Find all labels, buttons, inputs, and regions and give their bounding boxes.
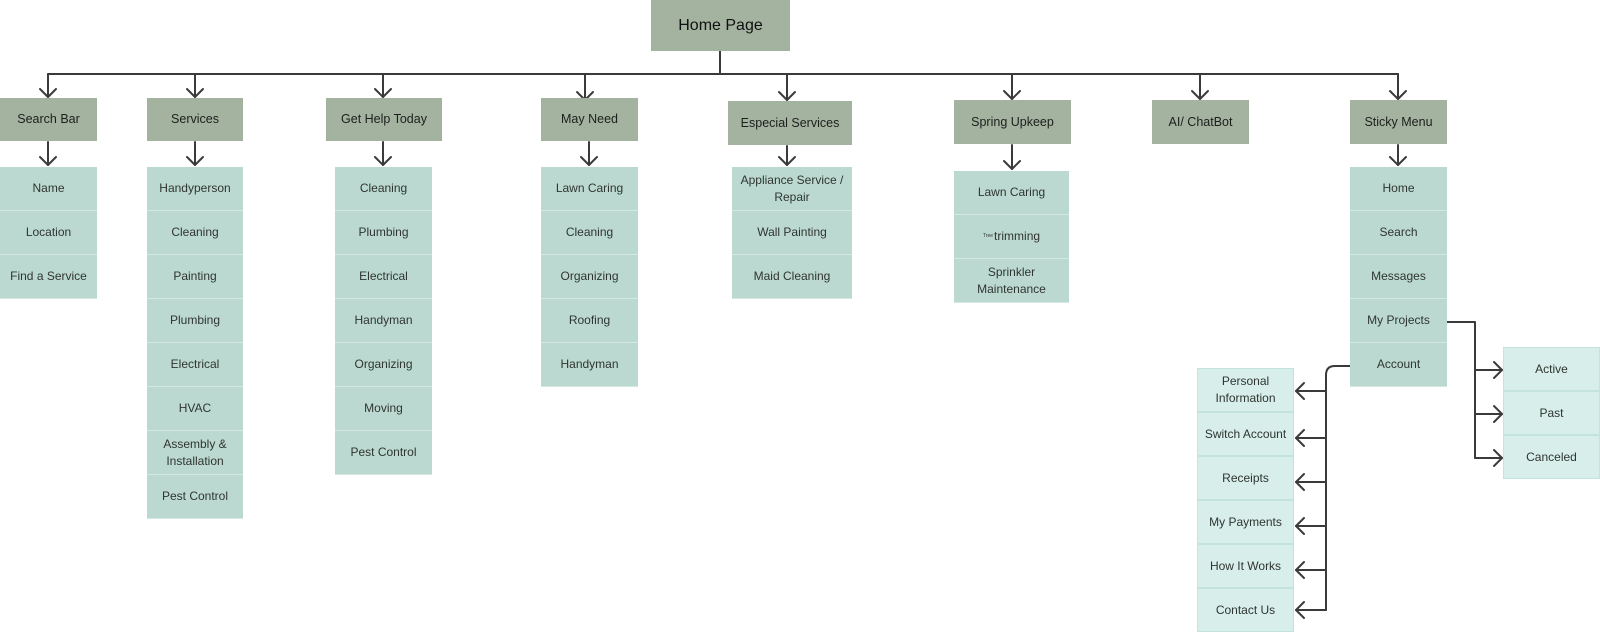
account-item-contact-us[interactable]: Contact Us <box>1197 588 1294 632</box>
to-receipts-arrowhead <box>1295 473 1305 491</box>
project-item-canceled[interactable]: Canceled <box>1503 435 1600 479</box>
head-spring-arrowhead <box>1003 160 1021 170</box>
sticky-menu-header[interactable]: Sticky Menu <box>1350 100 1447 144</box>
services-item-cleaning[interactable]: Cleaning <box>147 211 243 255</box>
services-item-handyperson[interactable]: Handyperson <box>147 167 243 211</box>
head-sticky-arrowhead <box>1389 156 1407 166</box>
get-help-item-cleaning[interactable]: Cleaning <box>335 167 432 211</box>
drop-ai-arrowhead <box>1191 90 1209 100</box>
to-contact-us-arrowhead <box>1295 601 1305 619</box>
search-bar-header[interactable]: Search Bar <box>0 98 97 141</box>
services-item-plumbing[interactable]: Plumbing <box>147 299 243 343</box>
services-item-pest-control[interactable]: Pest Control <box>147 475 243 519</box>
tiny-prefix-text: Tree <box>982 233 994 239</box>
services-item-painting[interactable]: Painting <box>147 255 243 299</box>
search-bar-item-find-service[interactable]: Find a Service <box>0 255 97 299</box>
account-branch <box>1325 365 1351 611</box>
drop-especial-arrowhead <box>778 91 796 101</box>
drop-get-help-arrowhead <box>374 88 392 98</box>
drop-services-arrowhead <box>186 88 204 98</box>
may-need-item-organizing[interactable]: Organizing <box>541 255 638 299</box>
may-need-header[interactable]: May Need <box>541 98 638 141</box>
sticky-item-search[interactable]: Search <box>1350 211 1447 255</box>
especial-item-wall-painting[interactable]: Wall Painting <box>732 211 852 255</box>
may-need-item-handyman[interactable]: Handyman <box>541 343 638 387</box>
especial-item-maid-cleaning[interactable]: Maid Cleaning <box>732 255 852 299</box>
project-item-active[interactable]: Active <box>1503 347 1600 391</box>
drop-spring-arrowhead <box>1003 90 1021 100</box>
account-item-personal-info[interactable]: Personal Information <box>1197 368 1294 412</box>
search-bar-item-name[interactable]: Name <box>0 167 97 211</box>
sticky-item-home[interactable]: Home <box>1350 167 1447 211</box>
my-projects-branch <box>1446 321 1476 459</box>
services-item-hvac[interactable]: HVAC <box>147 387 243 431</box>
may-need-item-roofing[interactable]: Roofing <box>541 299 638 343</box>
head-get-help-arrowhead <box>374 156 392 166</box>
get-help-item-moving[interactable]: Moving <box>335 387 432 431</box>
spring-item-lawn-caring[interactable]: Lawn Caring <box>954 171 1069 215</box>
especial-item-appliance[interactable]: Appliance Service / Repair <box>732 167 852 211</box>
spring-item-sprinkler[interactable]: Sprinkler Maintenance <box>954 259 1069 303</box>
get-help-item-organizing[interactable]: Organizing <box>335 343 432 387</box>
account-item-switch-account[interactable]: Switch Account <box>1197 412 1294 456</box>
project-item-past[interactable]: Past <box>1503 391 1600 435</box>
to-personal-info-arrowhead <box>1295 382 1305 400</box>
spring-upkeep-header[interactable]: Spring Upkeep <box>954 100 1071 144</box>
sticky-item-account[interactable]: Account <box>1350 343 1447 387</box>
account-item-how-it-works[interactable]: How It Works <box>1197 544 1294 588</box>
ai-chatbot-header[interactable]: AI/ ChatBot <box>1152 100 1249 144</box>
head-especial-arrowhead <box>778 156 796 166</box>
to-active-arrowhead <box>1493 361 1503 379</box>
get-help-item-handyman[interactable]: Handyman <box>335 299 432 343</box>
may-need-item-cleaning[interactable]: Cleaning <box>541 211 638 255</box>
to-past-arrowhead <box>1493 405 1503 423</box>
head-services-arrowhead <box>186 156 204 166</box>
get-help-header[interactable]: Get Help Today <box>326 98 442 141</box>
search-bar-item-location[interactable]: Location <box>0 211 97 255</box>
may-need-item-lawn-caring[interactable]: Lawn Caring <box>541 167 638 211</box>
sticky-item-my-projects[interactable]: My Projects <box>1350 299 1447 343</box>
especial-services-header[interactable]: Especial Services <box>728 101 852 145</box>
account-item-my-payments[interactable]: My Payments <box>1197 500 1294 544</box>
to-how-it-works-arrowhead <box>1295 561 1305 579</box>
drop-search-bar-arrowhead <box>39 88 57 98</box>
head-search-bar-arrowhead <box>39 156 57 166</box>
to-my-payments-arrowhead <box>1295 517 1305 535</box>
get-help-item-pest-control[interactable]: Pest Control <box>335 431 432 475</box>
account-item-receipts[interactable]: Receipts <box>1197 456 1294 500</box>
services-header[interactable]: Services <box>147 98 243 141</box>
head-may-need-arrowhead <box>580 156 598 166</box>
services-item-electrical[interactable]: Electrical <box>147 343 243 387</box>
services-item-assembly[interactable]: Assembly & Installation <box>147 431 243 475</box>
sticky-item-messages[interactable]: Messages <box>1350 255 1447 299</box>
home-page-node[interactable]: Home Page <box>651 0 790 51</box>
get-help-item-plumbing[interactable]: Plumbing <box>335 211 432 255</box>
to-canceled-arrowhead <box>1493 449 1503 467</box>
to-switch-account-arrowhead <box>1295 429 1305 447</box>
drop-sticky-arrowhead <box>1389 90 1407 100</box>
trimming-label: trimming <box>994 229 1041 243</box>
get-help-item-electrical[interactable]: Electrical <box>335 255 432 299</box>
